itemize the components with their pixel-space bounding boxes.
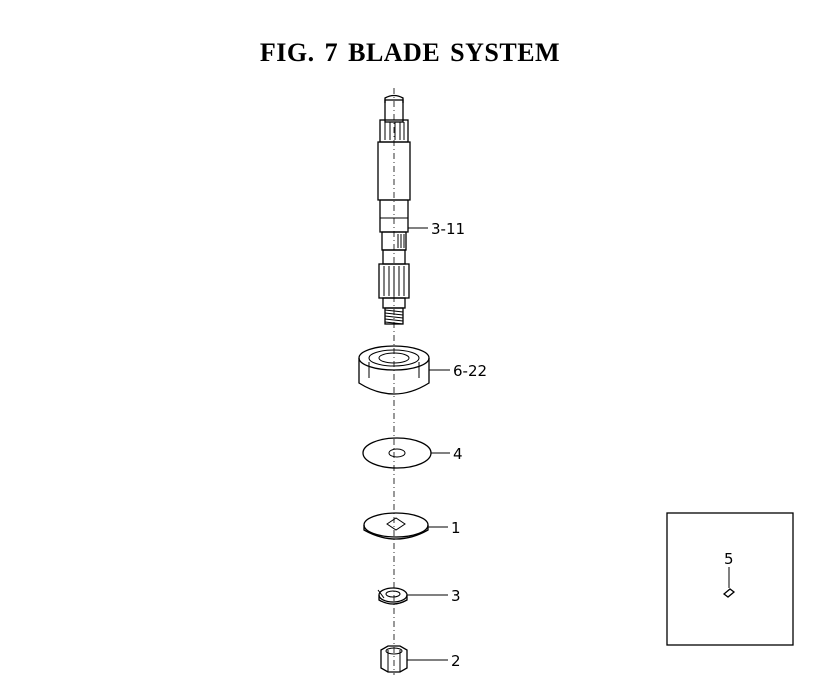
blade-adapter-drawing (363, 512, 448, 540)
bearing-drawing (358, 345, 450, 395)
inset-box (666, 512, 794, 646)
figure-title: FIG. 7 BLADE SYSTEM (259, 38, 561, 67)
label-1: 1 (451, 519, 461, 537)
blade-shaft-drawing (377, 94, 428, 325)
label-3: 3 (451, 587, 461, 605)
washer-drawing (362, 437, 450, 469)
label-4: 4 (453, 445, 463, 463)
label-6-22: 6-22 (453, 362, 487, 380)
nut-drawing (380, 645, 448, 673)
lock-washer-drawing (377, 587, 448, 605)
label-5: 5 (724, 550, 734, 568)
label-3-11: 3-11 (431, 220, 465, 238)
label-2: 2 (451, 652, 461, 670)
